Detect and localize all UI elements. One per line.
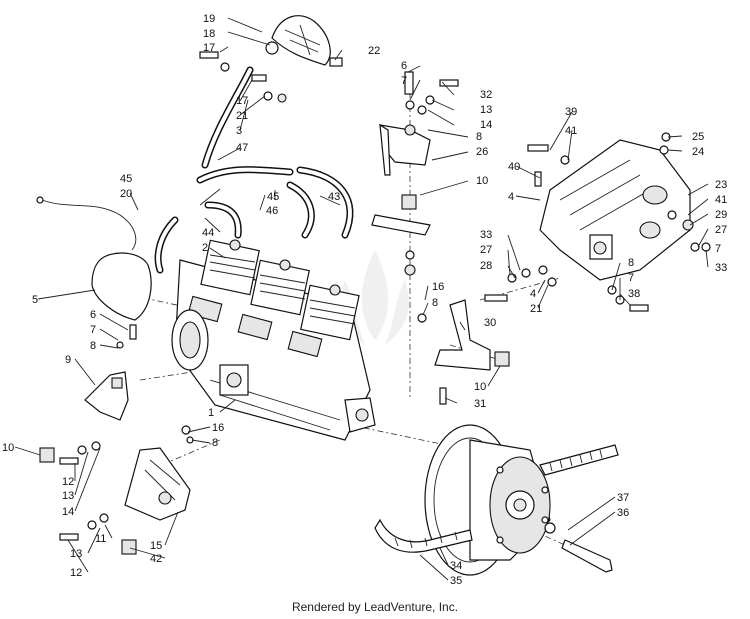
- mount-bracket-30: [434, 299, 491, 371]
- callout-2: 2: [202, 242, 208, 254]
- callout-12: 12: [62, 476, 74, 488]
- callout-8d: 8: [90, 340, 96, 352]
- callout-34: 34: [450, 560, 462, 572]
- callout-22: 22: [368, 45, 380, 57]
- callout-16: 16: [432, 281, 444, 293]
- center-bracket: [371, 71, 459, 276]
- footer-credit: Rendered by LeadVenture, Inc.: [291, 600, 459, 614]
- ground-wire: [41, 199, 137, 251]
- rubber-mounts: [39, 194, 510, 555]
- callout-43: 43: [328, 191, 340, 203]
- callout-28: 28: [480, 260, 492, 272]
- callout-3: 3: [236, 125, 242, 137]
- callout-8e: 8: [212, 437, 218, 449]
- recoil-cover: [91, 252, 152, 321]
- callout-13: 13: [480, 104, 492, 116]
- callout-15: 15: [150, 540, 162, 552]
- callout-10c: 10: [2, 442, 14, 454]
- callout-27: 27: [715, 224, 727, 236]
- callout-11: 11: [95, 533, 106, 545]
- callout-41: 41: [565, 125, 577, 137]
- callout-17: 17: [203, 42, 215, 54]
- callout-42: 42: [150, 553, 162, 565]
- callout-32: 32: [480, 89, 492, 101]
- callout-10: 10: [476, 175, 488, 187]
- callout-21: 21: [236, 110, 248, 122]
- callout-7d: 7: [90, 324, 96, 336]
- callout-24: 24: [692, 146, 704, 158]
- callout-31: 31: [474, 398, 486, 410]
- leader-lines: [14, 17, 709, 581]
- callout-10b: 10: [474, 381, 486, 393]
- callout-37: 37: [617, 492, 629, 504]
- callout-20: 20: [120, 188, 132, 200]
- callout-41b: 41: [715, 194, 727, 206]
- callout-30: 30: [484, 317, 496, 329]
- callout-14: 14: [480, 119, 492, 131]
- callout-8: 8: [476, 131, 482, 143]
- callout-13c: 13: [70, 548, 82, 560]
- callout-14b: 14: [62, 506, 74, 518]
- callout-19: 19: [203, 13, 215, 25]
- callout-7: 7: [401, 75, 407, 87]
- callout-40: 40: [508, 161, 520, 173]
- callout-45: 45: [120, 173, 132, 185]
- callout-27b: 27: [480, 244, 492, 256]
- tank-bracket: [265, 15, 343, 67]
- callout-4b: 4: [530, 288, 536, 300]
- callout-labels: 19 18 17 22 6 7 32 13 14 17 21 3 47 8 26…: [2, 13, 727, 587]
- callout-35: 35: [450, 575, 462, 587]
- drive-clutch: [424, 424, 613, 576]
- callout-7c: 7: [628, 272, 634, 284]
- callout-33b: 33: [480, 229, 492, 241]
- drive-belt: [374, 444, 619, 553]
- callout-44: 44: [202, 227, 214, 239]
- callout-25: 25: [692, 131, 704, 143]
- bolts-top: [199, 51, 287, 103]
- lower-mount-bracket: [124, 447, 191, 521]
- callout-5: 5: [32, 294, 38, 306]
- callout-47: 47: [236, 142, 248, 154]
- callout-1: 1: [208, 407, 214, 419]
- callout-17b: 17: [236, 95, 248, 107]
- callout-38: 38: [628, 288, 640, 300]
- callout-9: 9: [65, 354, 71, 366]
- callout-46: 46: [266, 205, 278, 217]
- callout-8c: 8: [432, 297, 438, 309]
- callout-33: 33: [715, 262, 727, 274]
- callout-23: 23: [715, 179, 727, 191]
- hoses: [154, 66, 354, 274]
- callout-8b: 8: [628, 257, 634, 269]
- callout-4: 4: [508, 191, 514, 203]
- callout-45b: 45: [267, 191, 279, 203]
- callout-36: 36: [617, 507, 629, 519]
- callout-26: 26: [476, 146, 488, 158]
- callout-39: 39: [565, 106, 577, 118]
- engine: [171, 239, 376, 441]
- callout-13b: 13: [62, 490, 74, 502]
- callout-29: 29: [715, 209, 727, 221]
- callout-18: 18: [203, 28, 215, 40]
- right-bracket: [484, 132, 711, 312]
- bolts-left: [59, 324, 194, 541]
- callout-21b: 21: [530, 303, 542, 315]
- callout-6: 6: [401, 60, 407, 72]
- callout-12b: 12: [70, 567, 82, 579]
- callout-7b: 7: [715, 243, 721, 255]
- callout-6b: 6: [90, 309, 96, 321]
- callout-16b: 16: [212, 422, 224, 434]
